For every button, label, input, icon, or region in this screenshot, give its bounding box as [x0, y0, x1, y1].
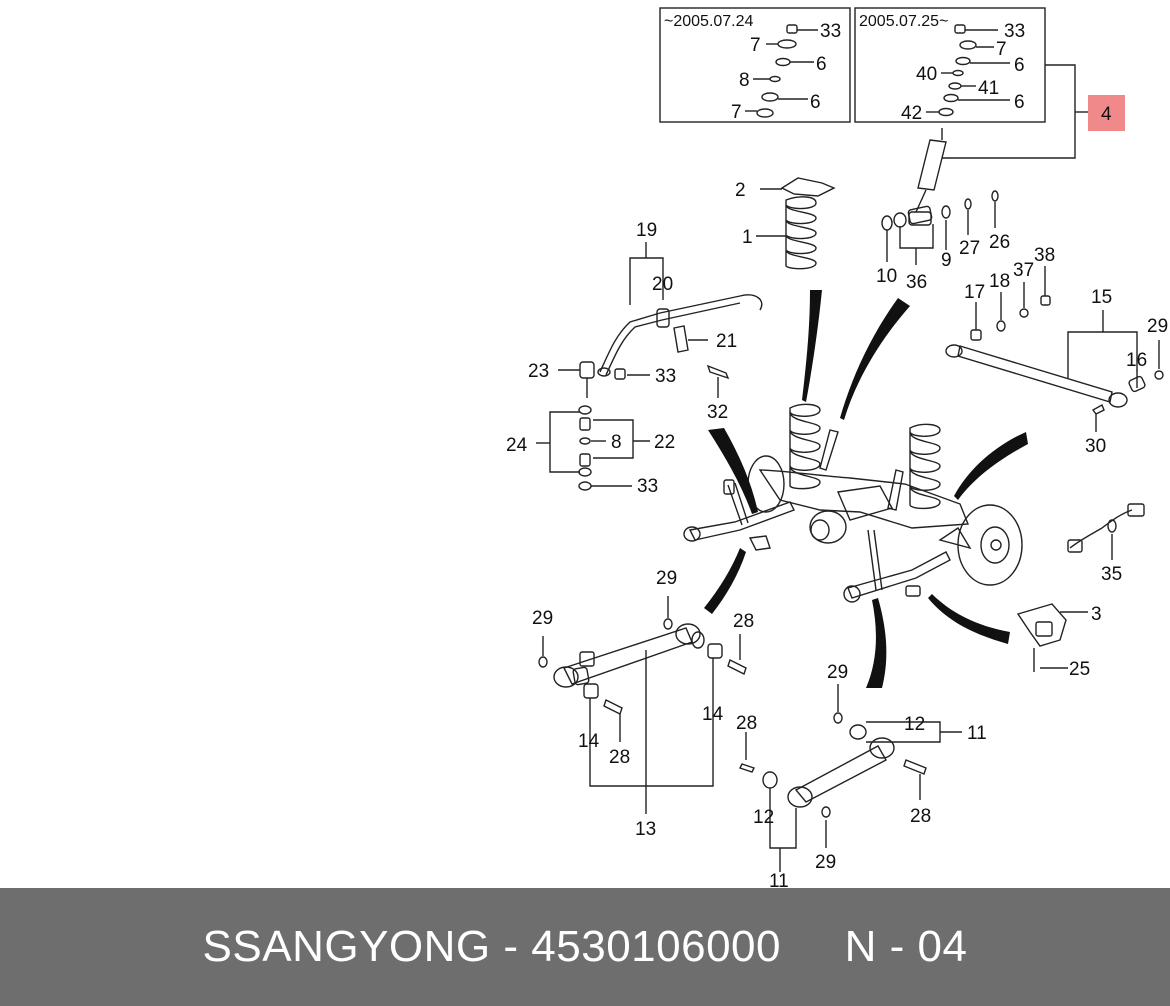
- callout: 3: [1091, 604, 1102, 625]
- pointer-wedges: [704, 290, 1028, 688]
- callout: 2: [735, 180, 746, 201]
- inset-right-title: 2005.07.25~: [859, 13, 948, 30]
- inset-box-left: [659, 7, 851, 123]
- bushings-top: [881, 190, 999, 265]
- callout: 20: [652, 274, 673, 295]
- callout: 23: [528, 361, 549, 382]
- callout: 7: [996, 39, 1007, 60]
- callout: 33: [637, 476, 658, 497]
- callout: 25: [1069, 659, 1090, 680]
- inset-left-parts: [745, 24, 818, 118]
- footer-ref: N - 04: [844, 922, 968, 971]
- callout: 33: [655, 366, 676, 387]
- callout: 11: [967, 723, 987, 744]
- callout: 12: [753, 807, 774, 828]
- callout: 41: [978, 78, 999, 99]
- callout: 26: [989, 232, 1010, 253]
- shock-absorber: [907, 128, 947, 225]
- footer-part-number: 4530106000: [531, 922, 781, 971]
- callout: 19: [636, 220, 657, 241]
- callout: 29: [1147, 316, 1168, 337]
- callout: 7: [731, 102, 742, 123]
- callout: 29: [532, 608, 553, 629]
- callout: 11: [769, 871, 789, 888]
- callout: 13: [635, 819, 656, 840]
- leader-4: [942, 64, 1076, 159]
- callout-labels: ~2005.07.24 33 7 6 8 6 7 2005.07.25~ 33 …: [506, 13, 1168, 888]
- callout: 29: [815, 852, 836, 873]
- stabilizer-bar: [536, 242, 763, 491]
- callout: 14: [578, 731, 600, 752]
- inset-right-parts: [926, 24, 1010, 117]
- callout: 27: [959, 238, 980, 259]
- inset-left-title: ~2005.07.24: [664, 13, 754, 30]
- callout: 38: [1034, 245, 1055, 266]
- callout: 8: [739, 70, 750, 91]
- callout: 33: [820, 21, 841, 42]
- callout: 32: [707, 402, 728, 423]
- callout: 33: [1004, 21, 1025, 42]
- footer-separator: -: [491, 922, 532, 972]
- callout: 14: [702, 704, 724, 725]
- trailing-arm-11: [739, 684, 962, 872]
- callout: 6: [816, 54, 827, 75]
- callout: 24: [506, 435, 528, 456]
- callout: 6: [1014, 55, 1025, 76]
- callout: 42: [901, 103, 922, 124]
- callout: 10: [876, 266, 897, 287]
- callout: 21: [716, 331, 737, 352]
- lateral-rod: [945, 266, 1164, 432]
- callout: 28: [733, 611, 754, 632]
- callout: 29: [827, 662, 848, 683]
- callout: 29: [656, 568, 677, 589]
- callout: 6: [1014, 92, 1025, 113]
- callout: 37: [1013, 260, 1034, 281]
- footer-brand: SSANGYONG: [202, 922, 491, 971]
- callout: 15: [1091, 287, 1112, 308]
- callout: 28: [910, 806, 931, 827]
- callout: 35: [1101, 564, 1122, 585]
- callout: 12: [904, 714, 925, 735]
- coil-spring: [756, 177, 836, 270]
- callout: 30: [1085, 436, 1106, 457]
- footer-gap: [781, 922, 845, 972]
- highlight-label-4: 4: [1101, 104, 1112, 125]
- callout: 1: [742, 227, 753, 248]
- callout: 7: [750, 35, 761, 56]
- callout: 16: [1126, 350, 1147, 371]
- axle-assembly: [683, 403, 1145, 672]
- trailing-arm-13: [538, 596, 747, 814]
- callout: 18: [989, 271, 1010, 292]
- callout: 28: [609, 747, 630, 768]
- callout: 6: [810, 92, 821, 113]
- footer-bar: SSANGYONG - 4530106000 N - 04: [0, 888, 1170, 1006]
- callout: 9: [941, 250, 952, 271]
- highlight-box-4[interactable]: [1088, 95, 1125, 131]
- callout: 36: [906, 272, 927, 293]
- callout: 22: [654, 432, 675, 453]
- callout: 17: [964, 282, 985, 303]
- callout: 40: [916, 64, 937, 85]
- callout: 8: [611, 432, 622, 453]
- callout: 28: [736, 713, 757, 734]
- footer-separator-char: -: [503, 922, 519, 971]
- parts-diagram: ~2005.07.24 33 7 6 8 6 7 2005.07.25~ 33 …: [506, 7, 1168, 888]
